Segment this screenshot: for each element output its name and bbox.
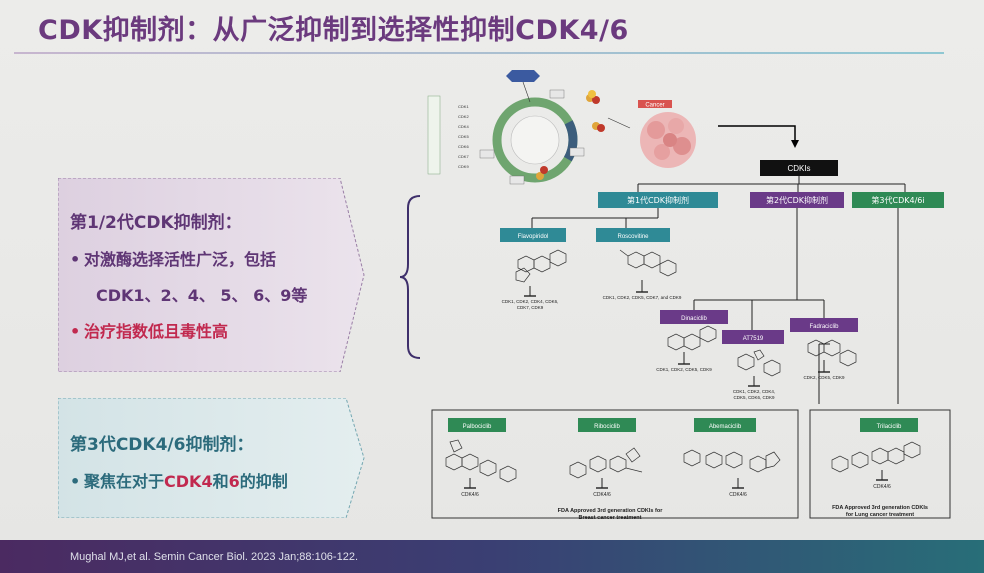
fadraciclib-label: Fadraciclib [809, 324, 839, 330]
cdki-figure: CDK1 CDK2 CDK4 CDK5 CDK6 CDK7 CDK9 [420, 68, 960, 538]
abemaciclib-box [694, 418, 756, 432]
gen12-bullet-2: •治疗指数低且毒性高 [70, 322, 229, 341]
at7519-molecule [737, 349, 781, 377]
lung-caption-2: for Lung cancer treatment [846, 512, 914, 518]
palbociclib-label: Palbociclib [463, 424, 492, 430]
breast-caption-1: FDA Approved 3rd generation CDKIs for [558, 508, 664, 514]
svg-text:CDK7: CDK7 [458, 154, 469, 159]
svg-text:CDK2: CDK2 [458, 114, 469, 119]
title-divider [14, 52, 944, 54]
gen12-bullet-1: •对激酶选择活性广泛，包括 [70, 250, 277, 269]
cdki-diagram: CDK1 CDK2 CDK4 CDK5 CDK6 CDK7 CDK9 [427, 70, 951, 521]
roscovitine-targets: CDK1, CDK2, CDK5, CDK7, and CDK9 [603, 295, 682, 300]
at7519-label: AT7519 [743, 336, 764, 342]
palbociclib-box [448, 418, 506, 432]
dinaciclib-label: Dinaciclib [681, 316, 707, 322]
abemaciclib-label: Abemaciclib [709, 424, 742, 430]
gen2-box [750, 192, 844, 208]
gen12-heading: 第1/2代CDK抑制剂： [70, 213, 242, 233]
cancer-cell-cluster [640, 112, 696, 168]
cancer-label: Cancer [645, 103, 664, 109]
abemaciclib-target: CDK4/6 [729, 492, 747, 498]
citation: Mughal MJ,et al. Semin Cancer Biol. 2023… [70, 551, 358, 563]
ribociclib-molecule [569, 447, 643, 479]
palbociclib-target: CDK4/6 [461, 492, 479, 498]
trilaciclib-label: Trilaciclib [877, 424, 902, 430]
gen1-box [598, 192, 718, 208]
cancer-label-box [638, 100, 672, 108]
fadraciclib-box [790, 318, 858, 332]
breast-caption-2: Breast cancer treatment [579, 515, 642, 521]
gen3-bullet: •聚焦在对于CDK4和6的抑制 [70, 472, 288, 491]
svg-text:CDK6: CDK6 [458, 144, 469, 149]
trilaciclib-molecule [831, 441, 921, 473]
breast-cancer-group [431, 409, 799, 519]
roscovitine-label: Roscovitine [617, 234, 649, 240]
footer-bar [0, 540, 984, 573]
trilaciclib-target: CDK4/6 [873, 484, 891, 490]
cdkis-root-box [760, 160, 838, 176]
flavopiridol-molecule [515, 249, 567, 283]
gen3-label: 第3代CDK4/6i [871, 195, 924, 205]
lung-caption-1: FDA Approved 3rd generation CDKIs [832, 505, 928, 511]
palbociclib-molecule [445, 439, 517, 483]
dinaciclib-targets: CDK1, CDK2, CDK5, CDK9 [656, 367, 712, 372]
ribociclib-target: CDK4/6 [593, 492, 611, 498]
svg-text:CDK9: CDK9 [458, 164, 469, 169]
ribociclib-box [578, 418, 636, 432]
at7519-targets-1: CDK1, CDK2, CDK4, [733, 389, 775, 394]
gen3-panel: 第3代CDK4/6抑制剂： •聚焦在对于CDK4和6的抑制 [58, 398, 366, 518]
gen3-box [852, 192, 944, 208]
dinaciclib-box [660, 310, 728, 324]
gen12-bullet-1-cont: CDK1、2、4、 5、 6、9等 [96, 286, 308, 305]
at7519-box [722, 330, 784, 344]
abemaciclib-molecule [683, 449, 781, 473]
roscovitine-box [596, 228, 670, 242]
flavopiridol-label: Flavopiridol [518, 234, 549, 240]
dinaciclib-molecule [667, 325, 717, 351]
cell-cycle-diagram: CDK1 CDK2 CDK4 CDK5 CDK6 CDK7 CDK9 [427, 70, 631, 185]
fadraciclib-targets: CDK2, CDK5, CDK9 [803, 375, 845, 380]
svg-text:CDK4: CDK4 [458, 124, 469, 129]
ribociclib-label: Ribociclib [594, 424, 620, 430]
flavopiridol-targets-1: CDK1, CDK2, CDK4, CDK6, [502, 299, 559, 304]
gen12-panel-shape [58, 178, 365, 372]
gen2-label: 第2代CDK抑制剂 [766, 195, 828, 205]
gen12-panel: 第1/2代CDK抑制剂： •对激酶选择活性广泛，包括 CDK1、2、4、 5、 … [58, 178, 366, 372]
svg-text:CDK5: CDK5 [458, 134, 469, 139]
lung-cancer-group [809, 409, 951, 519]
at7519-targets-2: CDK5, CDK6, CDK9 [733, 395, 775, 400]
slide-title: CDK抑制剂：从广泛抑制到选择性抑制CDK4/6 [38, 15, 629, 46]
flavopiridol-targets-2: CDK7, CDK9 [517, 305, 544, 310]
flavopiridol-box [500, 228, 566, 242]
roscovitine-molecule [619, 249, 677, 277]
fadraciclib-molecule [807, 339, 857, 367]
curly-brace [400, 195, 421, 359]
cdkis-root-label: CDKIs [787, 164, 810, 173]
gen3-heading: 第3代CDK4/6抑制剂： [70, 435, 254, 455]
svg-text:CDK1: CDK1 [458, 104, 469, 109]
gen1-label: 第1代CDK抑制剂 [627, 195, 689, 205]
trilaciclib-box [860, 418, 918, 432]
gen3-panel-shape [58, 398, 365, 518]
